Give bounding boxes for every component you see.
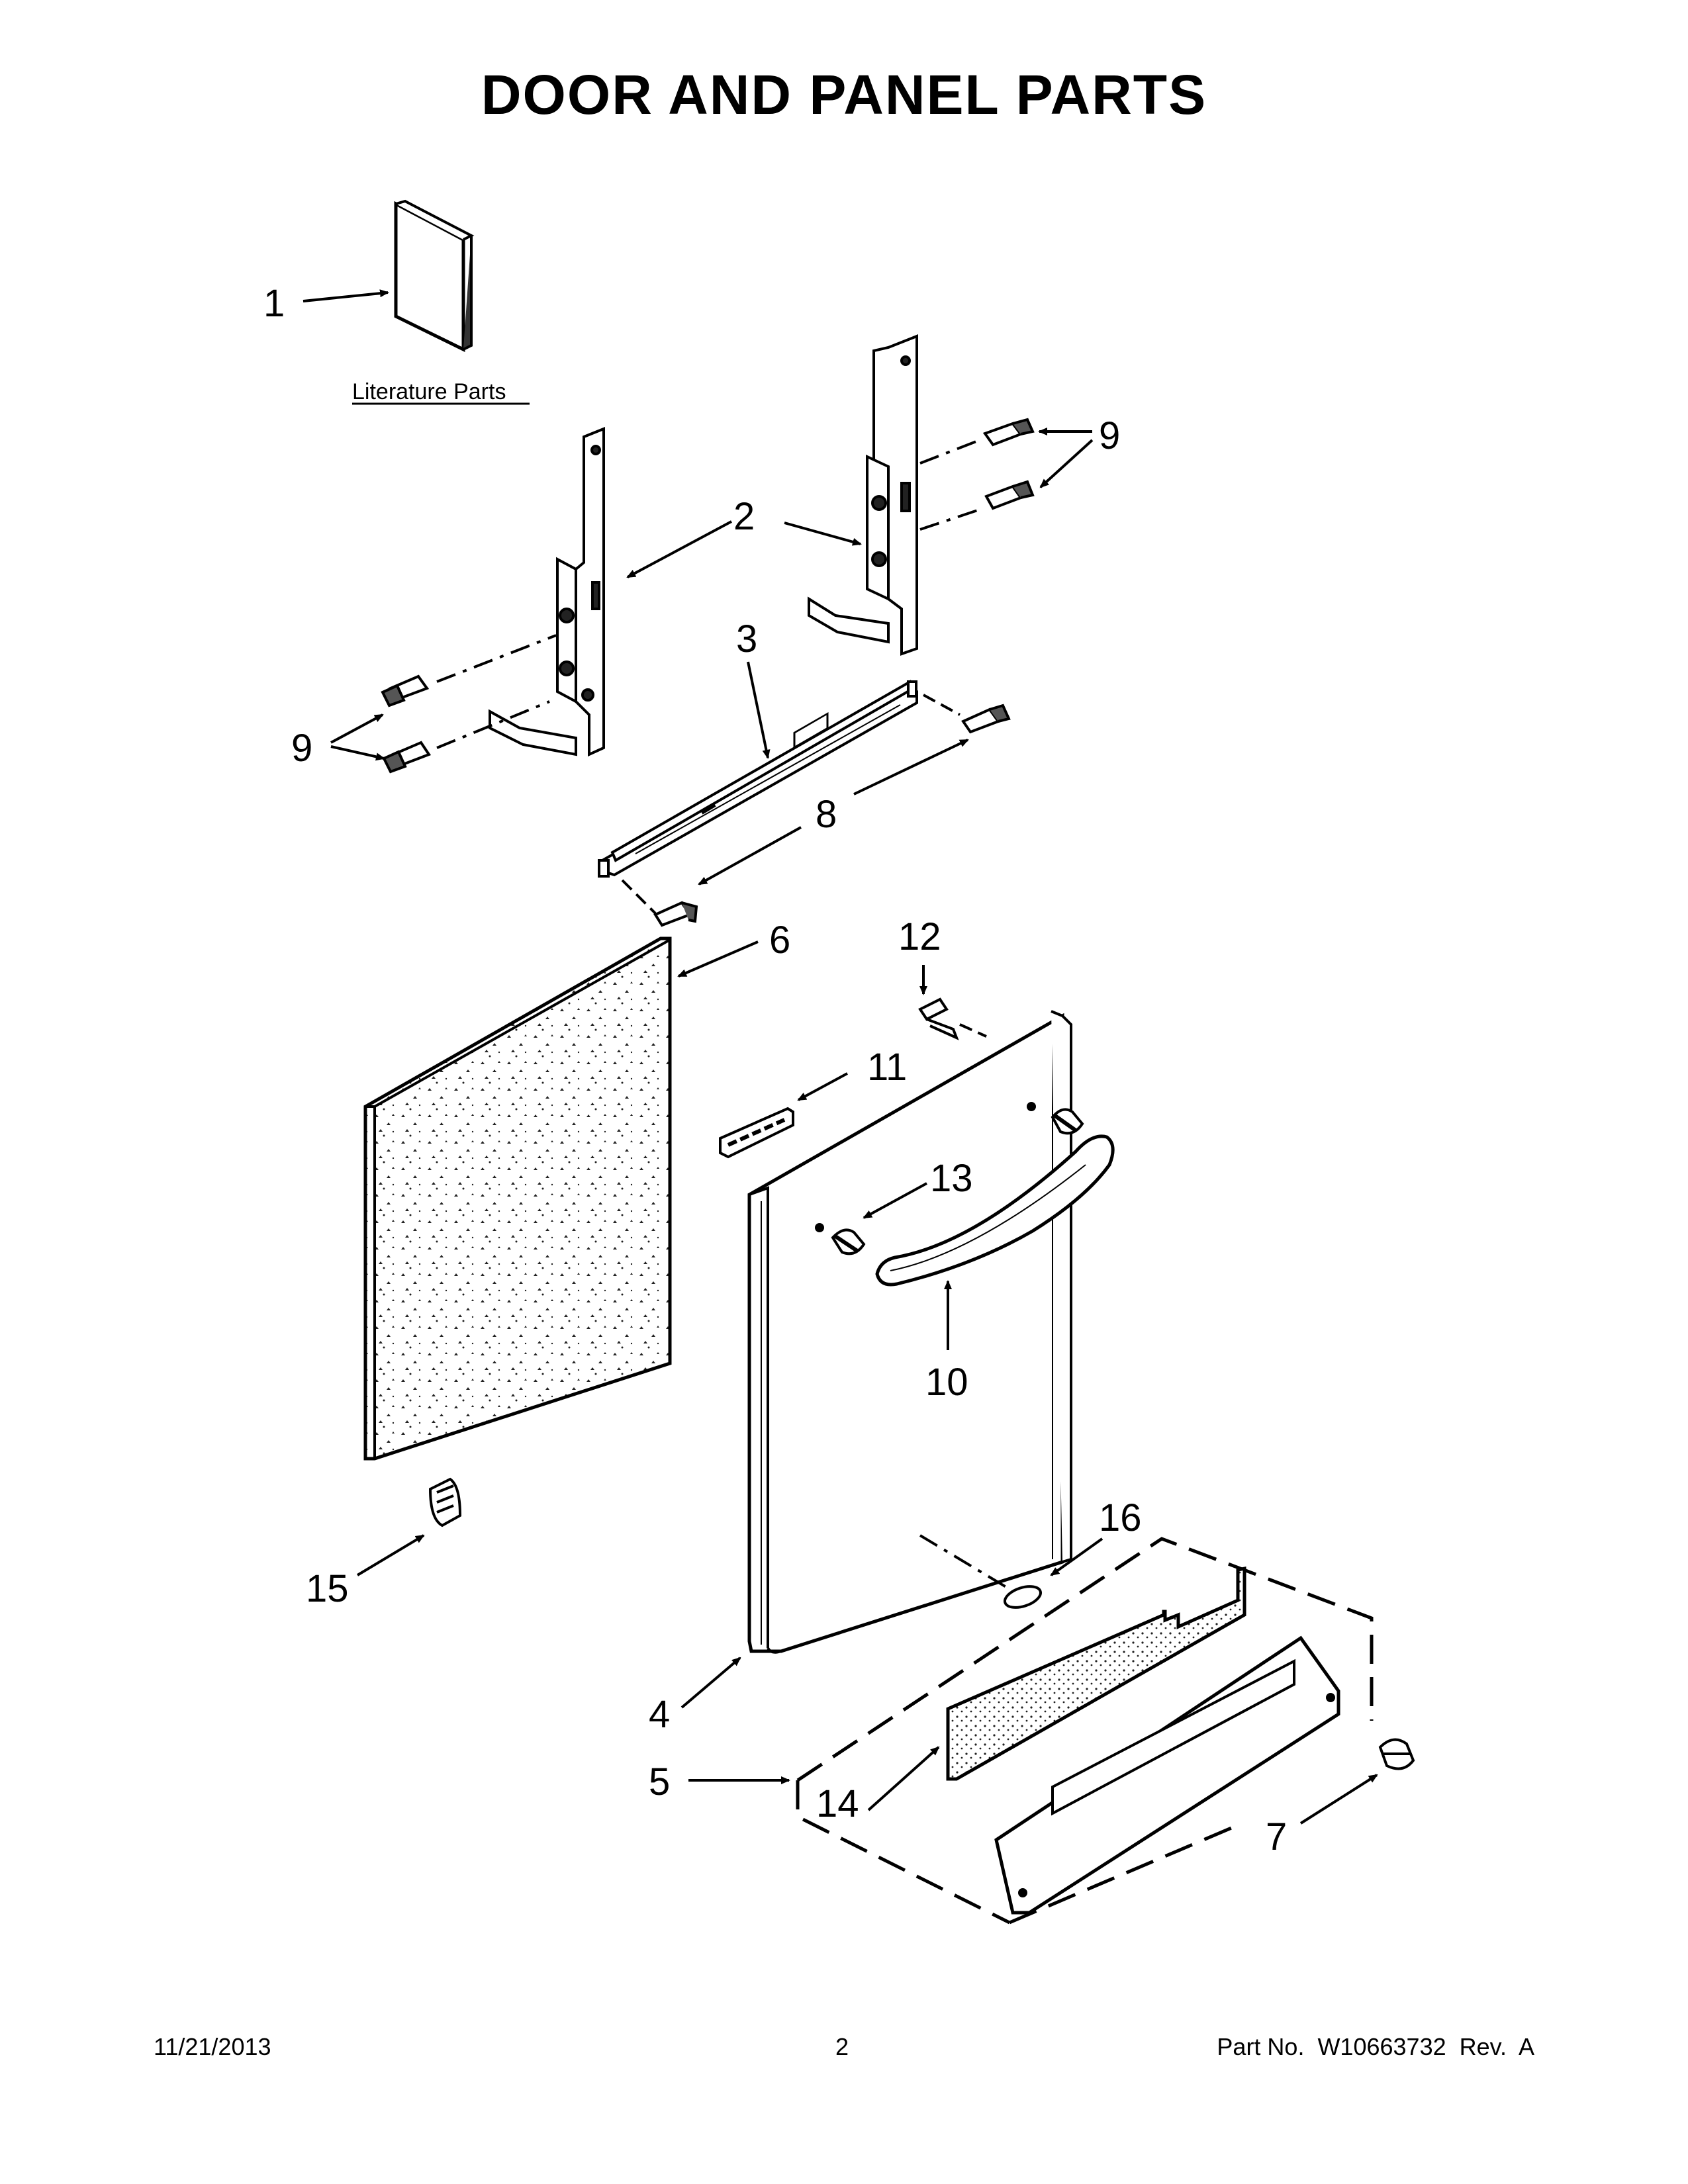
decorative-door-panel <box>363 936 672 1461</box>
callout-11: 11 <box>867 1046 907 1089</box>
handle-spacer-left <box>815 1223 866 1255</box>
hinge-screw-upper-right <box>982 418 1035 447</box>
screw-alignment-line <box>919 439 980 465</box>
rail-screw-right <box>961 704 1011 734</box>
callout-14-leader <box>867 1746 940 1811</box>
callout-9-lower-leader <box>330 745 385 761</box>
door-vent-insert <box>719 1107 794 1159</box>
screw-alignment-line <box>436 634 557 683</box>
toe-kick-screw <box>1378 1738 1415 1770</box>
literature-parts-label: Literature Parts <box>352 379 506 404</box>
page-title: DOOR AND PANEL PARTS <box>481 64 1207 126</box>
door-plug <box>1004 1585 1042 1609</box>
callout-2: 2 <box>733 495 755 538</box>
callout-2-left-leader <box>626 520 732 578</box>
callout-7-leader <box>1299 1774 1378 1825</box>
callout-16-leader <box>1050 1537 1103 1576</box>
callout-4-leader <box>680 1657 741 1709</box>
footer-part-number: Part No. W10663732 Rev. A <box>1217 2033 1534 2060</box>
hinge-screw-lower-left <box>382 741 432 774</box>
door-handle <box>875 1134 1115 1287</box>
hinge-screw-lower-right <box>984 480 1035 510</box>
toe-kick-panel <box>994 1635 1340 1915</box>
screw-alignment-line <box>919 508 980 531</box>
callout-9-upper-leader <box>1039 439 1094 488</box>
callout-13-leader <box>863 1182 927 1219</box>
callout-15: 15 <box>306 1567 349 1610</box>
callout-15-leader <box>356 1534 425 1576</box>
callout-4: 4 <box>649 1693 670 1736</box>
literature-booklet <box>394 199 475 353</box>
callout-5: 5 <box>649 1760 670 1803</box>
callout-8-leader <box>698 826 802 886</box>
toe-kick-assembly-bracket <box>796 1537 1374 1925</box>
callout-9-lower: 9 <box>291 727 312 770</box>
callout-1: 1 <box>263 282 285 325</box>
screw-alignment-line <box>959 1023 987 1038</box>
panel-clip <box>428 1477 462 1527</box>
callout-6-leader <box>677 940 759 978</box>
plug-alignment-line <box>919 1534 1008 1588</box>
footer-page-number: 2 <box>835 2033 849 2060</box>
callout-8: 8 <box>816 793 837 836</box>
callout-2-right-leader <box>784 522 862 546</box>
footer-date: 11/21/2013 <box>154 2033 271 2060</box>
callout-7: 7 <box>1266 1815 1287 1858</box>
callout-12: 12 <box>898 915 941 958</box>
callout-8-leader <box>853 739 969 796</box>
callout-10: 10 <box>925 1361 968 1404</box>
hinge-screw-upper-left <box>381 674 430 707</box>
callout-1-leader <box>303 289 389 302</box>
toe-kick-insulation <box>946 1566 1246 1781</box>
right-hinge-bracket <box>808 334 918 656</box>
callout-13: 13 <box>930 1157 973 1200</box>
callout-14: 14 <box>816 1782 859 1825</box>
left-hinge-bracket <box>489 427 605 757</box>
callout-11-leader <box>797 1072 848 1101</box>
callout-6: 6 <box>769 919 790 962</box>
outer-door-panel <box>747 711 1072 1654</box>
callout-9-upper: 9 <box>1099 414 1120 457</box>
callout-3-leader <box>747 661 771 759</box>
door-screw <box>918 997 959 1040</box>
callout-9-lower-leader <box>330 713 384 744</box>
rail-screw-left <box>653 901 698 927</box>
handle-spacer-right <box>1027 1102 1084 1135</box>
screw-alignment-line <box>621 879 657 915</box>
screw-alignment-line <box>923 694 961 716</box>
callout-3: 3 <box>736 617 757 660</box>
top-rail <box>598 680 918 878</box>
callout-16: 16 <box>1099 1496 1142 1539</box>
